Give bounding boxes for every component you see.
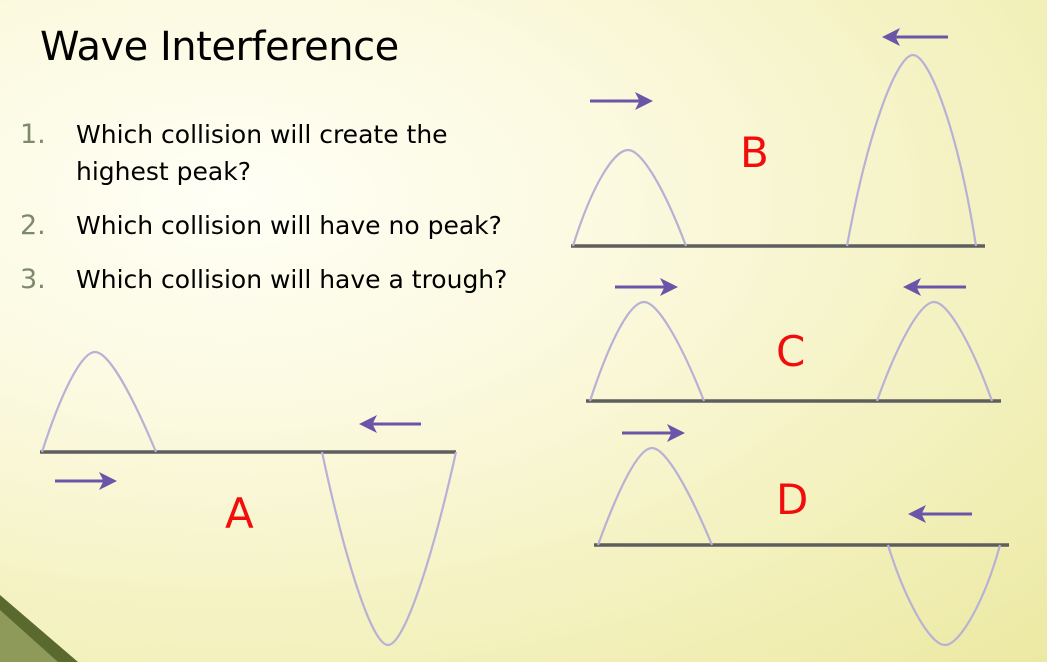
collision-c: C <box>586 278 1001 403</box>
collision-d: D <box>594 424 1009 647</box>
crest-pulse-b-left <box>571 148 688 247</box>
question-text: Which collision will have a trough? <box>76 265 508 294</box>
trough-pulse-a <box>320 451 458 647</box>
question-number: 2. <box>20 210 46 241</box>
crest-pulse-a <box>40 350 158 453</box>
corner-stripe-light <box>0 610 58 662</box>
question-text: Which collision will have no peak? <box>76 211 502 240</box>
collision-label-d: D <box>776 475 808 524</box>
crest-pulse-c-left <box>588 300 706 402</box>
crest-pulse-b-right <box>845 53 978 247</box>
question-item-3: 3. Which collision will have a trough? <box>20 261 560 298</box>
trough-pulse-d <box>886 544 1002 647</box>
collision-a: A <box>40 350 458 647</box>
question-text: Which collision will create the highest … <box>76 120 448 186</box>
question-number: 1. <box>20 119 46 150</box>
slide-title: Wave Interference <box>40 24 399 70</box>
collision-label-a: A <box>225 489 254 538</box>
crest-pulse-d <box>596 446 714 546</box>
crest-pulse-c-right <box>875 300 994 402</box>
question-item-1: 1. Which collision will create the highe… <box>20 116 560 190</box>
question-item-2: 2. Which collision will have no peak? <box>20 207 560 244</box>
collision-label-c: C <box>776 327 805 376</box>
collision-label-b: B <box>740 128 769 177</box>
question-number: 3. <box>20 264 46 295</box>
collision-b: B <box>571 28 985 248</box>
question-list: 1. Which collision will create the highe… <box>20 116 560 315</box>
